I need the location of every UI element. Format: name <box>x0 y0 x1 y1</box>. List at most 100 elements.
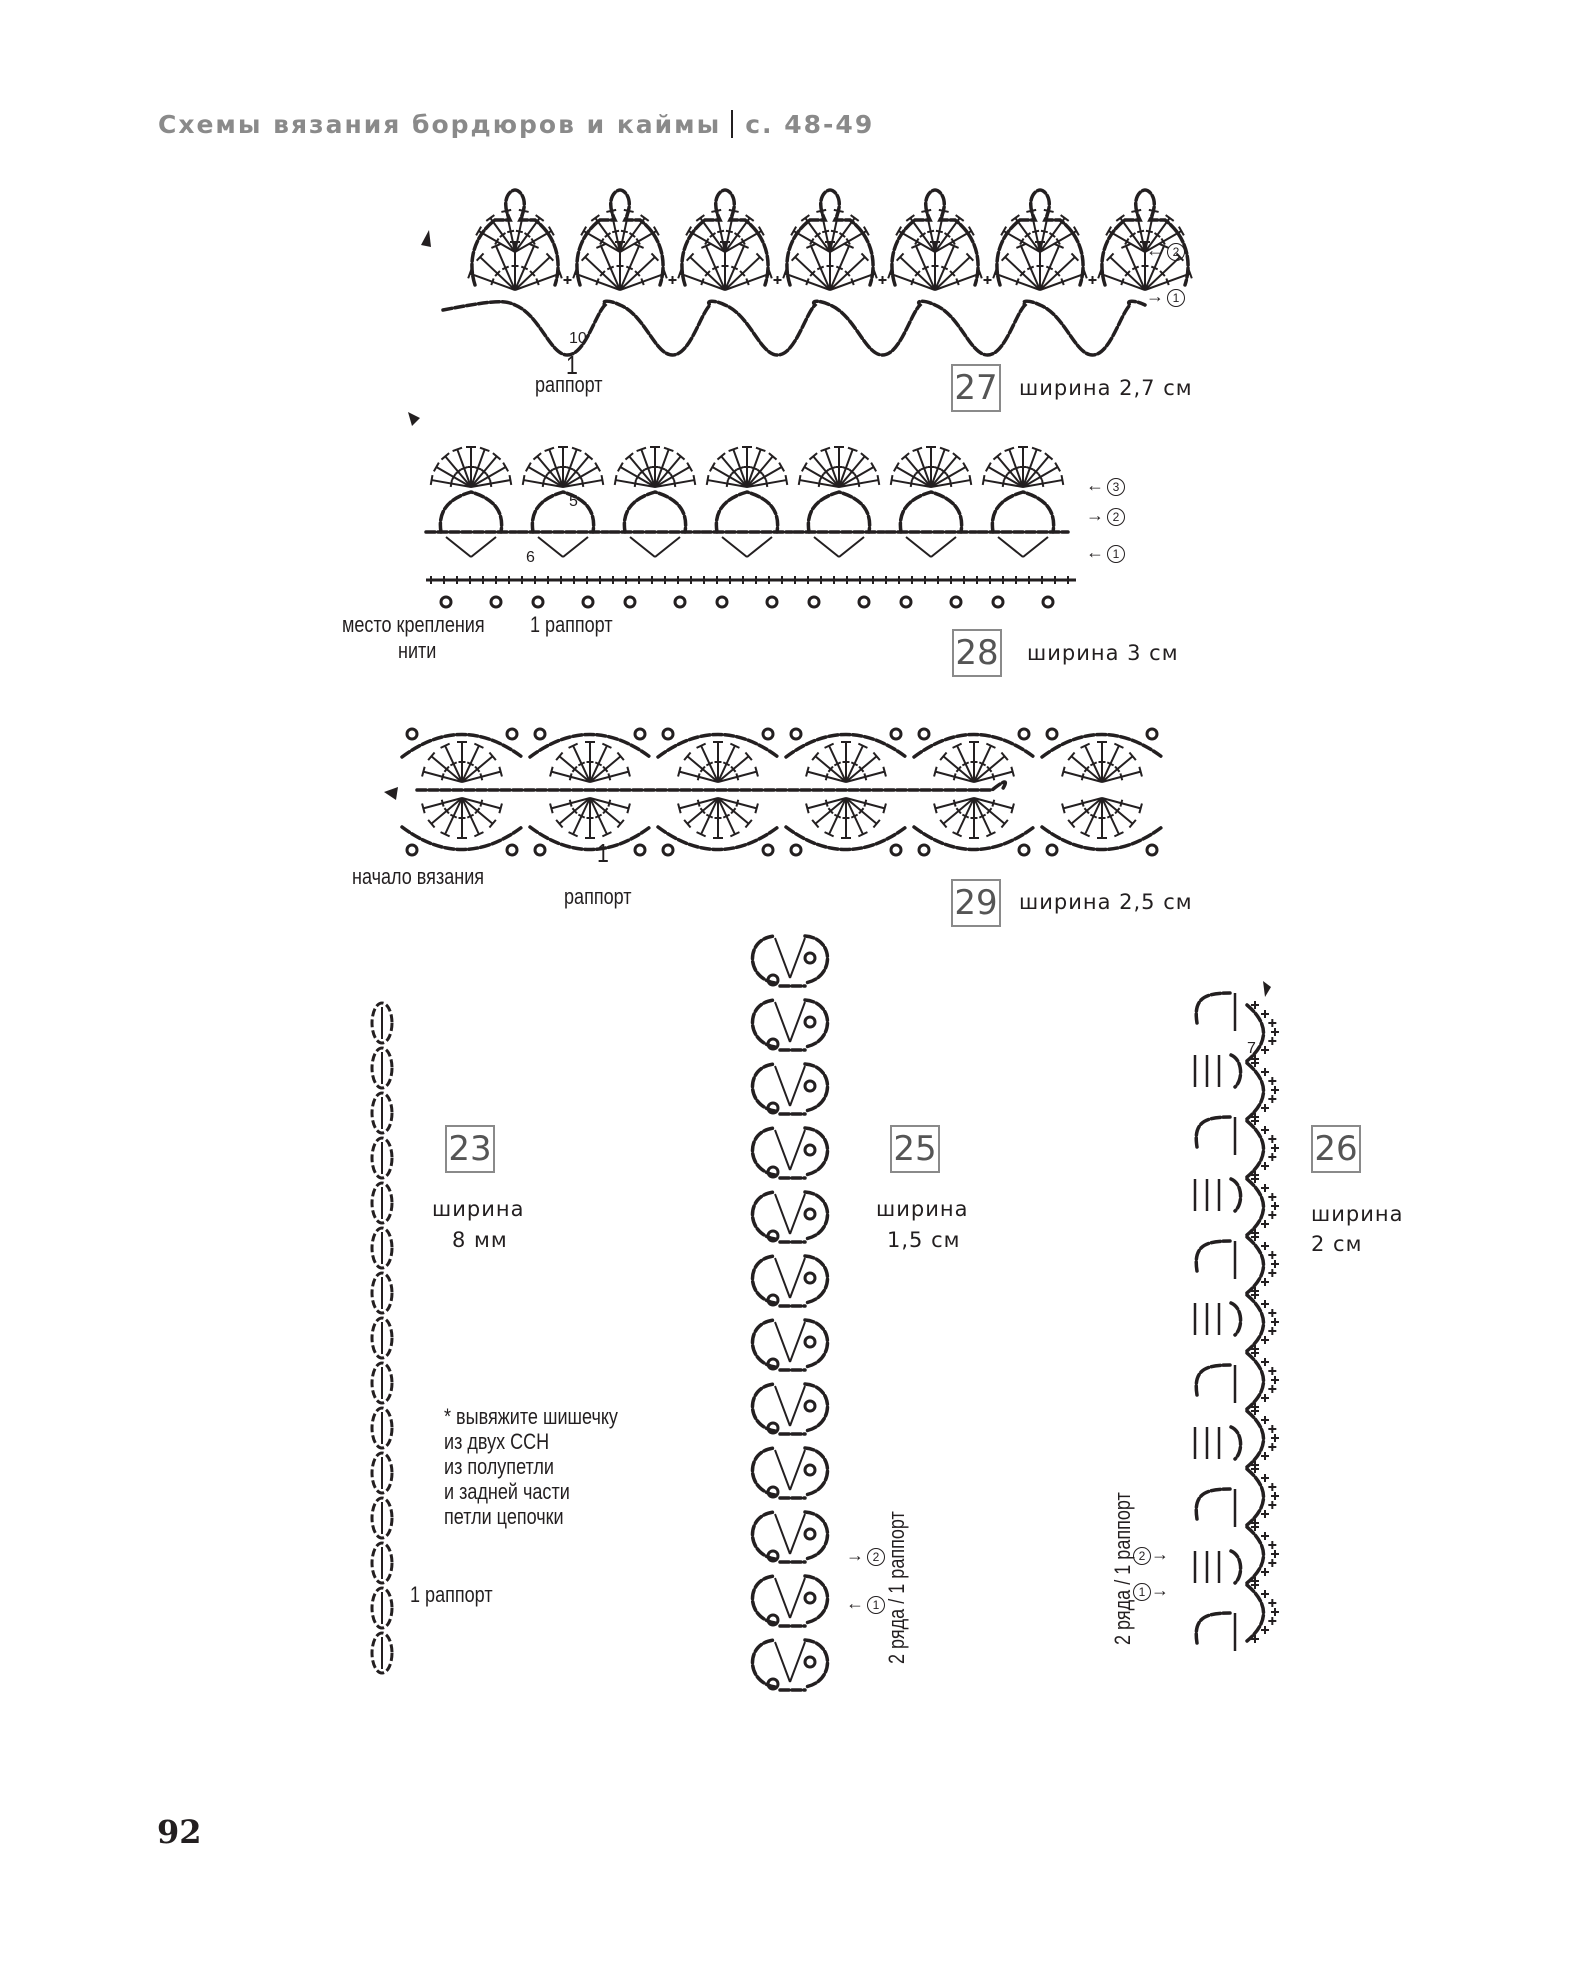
d28-row-2: →2 <box>1086 505 1125 526</box>
stitch-post <box>838 232 846 238</box>
stitch-post <box>705 761 714 767</box>
d27-number-box: 27 <box>951 364 1001 412</box>
stitch-post <box>754 803 759 814</box>
stitch-post <box>541 479 545 488</box>
stitch-post <box>1073 226 1080 236</box>
stitch-post <box>520 265 529 271</box>
stitch-post <box>634 243 644 249</box>
stitch-post <box>429 474 434 486</box>
stitch-post <box>889 474 894 486</box>
stitch-post <box>955 278 960 286</box>
stitch-post <box>806 243 816 249</box>
bobble-stitch <box>370 1541 394 1585</box>
stitch-post <box>914 468 922 475</box>
stitch-post <box>529 270 536 277</box>
stitch-post <box>1040 229 1048 234</box>
stitch-post <box>797 474 802 486</box>
stitch-post <box>800 214 810 222</box>
stitch-post <box>440 799 445 807</box>
stitch-post <box>474 466 482 471</box>
stitch-post <box>863 226 870 236</box>
stitch-post <box>736 466 744 471</box>
stitch-post <box>1024 232 1032 238</box>
stitch-post <box>549 766 554 777</box>
stitch-post <box>1060 214 1070 222</box>
stitch-post <box>636 446 647 453</box>
stitch-post <box>784 474 789 486</box>
stitch-post <box>962 462 970 472</box>
stitch-post <box>673 479 677 488</box>
stitch-post <box>701 243 711 249</box>
stitch-post <box>1061 766 1066 777</box>
d26-number-box: 26 <box>1311 1125 1361 1173</box>
stitch-post <box>919 232 927 238</box>
bobble-stitch <box>370 1406 394 1450</box>
stitch-post <box>955 765 962 773</box>
stitch-post <box>814 232 822 238</box>
stitch-post <box>700 278 705 286</box>
stitch-post <box>833 813 842 819</box>
chain-stitches <box>400 825 524 852</box>
stitch-post <box>584 452 594 461</box>
stitch-post <box>599 270 606 277</box>
stitch-post <box>669 473 675 481</box>
stitch-post <box>535 278 540 286</box>
stitch-post <box>755 252 765 262</box>
stitch-post <box>696 773 701 781</box>
stitch-post <box>507 229 515 234</box>
stitch-post <box>860 452 870 461</box>
stitch-post <box>1129 232 1137 238</box>
stitch-post <box>952 452 962 461</box>
picot <box>803 1591 817 1605</box>
bobble-stitch <box>370 1226 394 1270</box>
stitch-post <box>635 237 641 246</box>
stitch-post <box>658 466 666 471</box>
picot <box>803 1335 817 1349</box>
stitch-post <box>745 214 755 222</box>
chain-stitches <box>438 490 504 534</box>
stitch-post <box>654 536 681 558</box>
stitch-post <box>1080 831 1091 838</box>
picot <box>803 1463 817 1477</box>
stitch-post <box>545 252 555 262</box>
picot <box>715 595 729 609</box>
stitch-post <box>905 536 932 558</box>
note-line: * вывяжите шишечку <box>444 1404 618 1429</box>
stitch-post <box>1054 270 1061 277</box>
stitch-post <box>1060 278 1065 286</box>
stitch-post <box>824 831 835 838</box>
stitch-post <box>789 1385 806 1427</box>
chain-stitches <box>622 490 688 534</box>
d23-note: * вывяжите шишечку из двух ССН из полупе… <box>444 1404 656 1529</box>
header-title: Схемы вязания бордюров и каймы <box>158 110 722 139</box>
stitch-post <box>1032 229 1040 234</box>
stitch-post <box>499 232 507 238</box>
d28-number-box: 28 <box>952 629 1002 677</box>
chain-stitches <box>785 188 875 287</box>
stitch-post <box>950 237 956 246</box>
chain-stitches <box>1245 1119 1266 1179</box>
stitch-post <box>1016 243 1026 249</box>
stitch-post <box>725 229 733 234</box>
stitch-post <box>838 536 865 558</box>
picot <box>1045 843 1059 857</box>
stitch-post <box>850 761 859 767</box>
stitch-post <box>494 237 500 246</box>
d26-count: 7 <box>1247 1040 1256 1057</box>
stitch-post <box>577 761 586 767</box>
stitch-post <box>1105 252 1115 262</box>
bobble-stitch <box>370 1181 394 1225</box>
picot <box>899 595 913 609</box>
chain-stitches <box>1194 1487 1232 1521</box>
stitch-post <box>635 473 641 481</box>
picot <box>661 843 675 857</box>
stitch-post <box>1178 226 1185 236</box>
d25-row-2: →2 <box>846 1545 885 1566</box>
diagram-28-chart <box>408 412 1076 609</box>
stitch-post <box>427 751 436 761</box>
picot <box>803 1079 817 1093</box>
stitch-post <box>571 807 578 815</box>
stitch-post <box>730 807 737 815</box>
stitch-post <box>935 229 943 234</box>
picot <box>766 1037 780 1051</box>
